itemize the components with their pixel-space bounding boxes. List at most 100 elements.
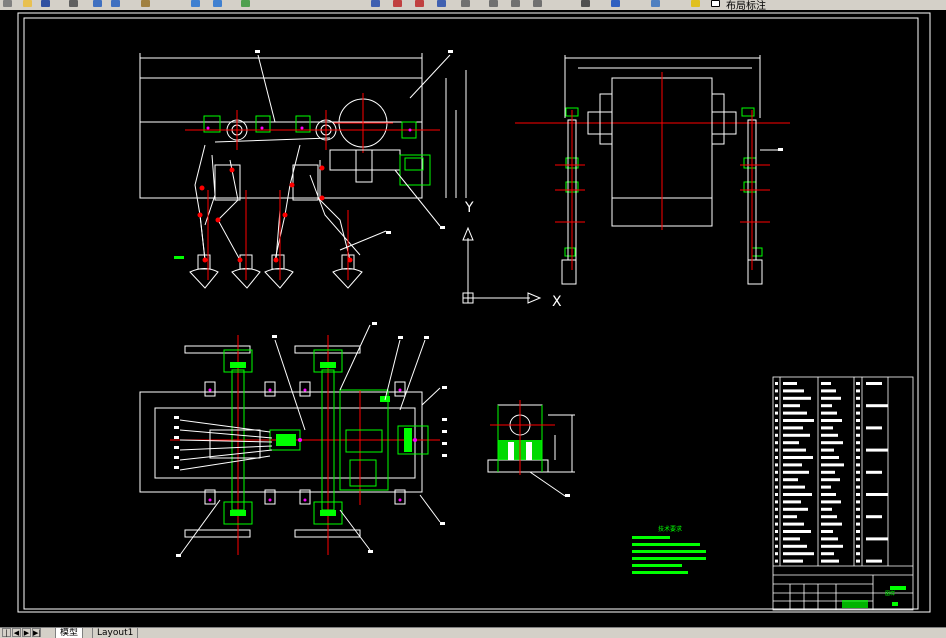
parts-list-row (856, 552, 860, 556)
cad-drawing[interactable]: Y X (0, 10, 946, 627)
last-tab-button[interactable]: ▶| (32, 628, 41, 637)
parts-list-row (856, 470, 860, 474)
parts-list-row (821, 389, 836, 393)
parts-list-row (783, 500, 801, 504)
parts-list-row (856, 530, 860, 533)
parts-list-row (866, 493, 888, 496)
parts-list-row (775, 522, 778, 526)
parts-list-row (821, 470, 835, 474)
tab-model[interactable]: 模型 (55, 628, 84, 638)
undo-icon[interactable] (92, 0, 103, 8)
parts-list-row (821, 552, 834, 556)
prev-tab-button[interactable]: ◀ (12, 628, 21, 637)
layer-name[interactable]: 布局标注 (726, 1, 766, 11)
layer-state-icon[interactable] (488, 0, 499, 8)
ucs-y-label: Y (464, 200, 474, 216)
parts-list-row (775, 456, 778, 459)
parts-list-row (856, 419, 860, 422)
parts-list-row (783, 559, 803, 563)
front-view (139, 50, 467, 289)
layer-icon[interactable] (460, 0, 471, 8)
outer-frame (17, 12, 931, 613)
parts-list-row (783, 456, 813, 459)
parts-list-row (821, 411, 837, 415)
parts-list-row (783, 419, 814, 422)
drawing-canvas[interactable]: Y X (0, 10, 946, 627)
parts-list-row (856, 456, 860, 459)
open-icon[interactable] (22, 0, 33, 8)
parts-list-row (775, 404, 778, 408)
technical-requirements: 技术要求 (632, 525, 706, 574)
parts-list-row (856, 544, 860, 548)
parts-list-row (775, 463, 778, 467)
parts-list-row (866, 537, 888, 541)
parts-list-row (783, 404, 800, 408)
parts-list-row (866, 404, 888, 408)
zoom-realtime-icon[interactable] (190, 0, 201, 8)
parts-list-row (866, 426, 882, 430)
parts-list-row (866, 382, 882, 385)
parts-list-row (856, 389, 860, 393)
redo-icon[interactable] (110, 0, 121, 8)
save-icon[interactable] (40, 0, 51, 8)
parts-list-row (821, 448, 834, 452)
parts-list-row (856, 411, 860, 415)
parts-list-row (775, 389, 778, 393)
parts-list-row (775, 478, 778, 482)
parts-list-rows (775, 382, 888, 563)
parts-list-row (775, 515, 778, 519)
help-icon[interactable] (610, 0, 621, 8)
parts-list-row (783, 426, 803, 430)
layers-icon[interactable] (650, 0, 661, 8)
parts-list-row (821, 478, 840, 482)
parts-list-row (775, 544, 778, 548)
dim-style-icon[interactable] (414, 0, 425, 8)
parts-list-row (775, 411, 778, 415)
parts-list-row (783, 530, 811, 533)
parts-list-row (775, 426, 778, 430)
parts-list-row (821, 507, 832, 511)
parts-list-row (821, 485, 831, 489)
parts-list-row (821, 559, 839, 563)
parts-list-row (783, 544, 807, 548)
parts-list-row (783, 537, 800, 541)
parts-list-row (783, 441, 799, 445)
parts-list-row (856, 463, 860, 467)
grip-icon[interactable] (2, 0, 13, 8)
table-style-icon[interactable] (436, 0, 447, 8)
parts-list-row (775, 396, 778, 400)
parts-list-row (856, 433, 860, 437)
parts-list-row (856, 396, 860, 400)
zoom-window-icon[interactable] (212, 0, 223, 8)
parts-list-row (821, 396, 841, 400)
parts-list-row (856, 485, 860, 489)
parts-list-row (821, 426, 833, 430)
bulb-icon[interactable] (690, 0, 701, 8)
next-tab-button[interactable]: ▶ (22, 628, 31, 637)
pan-icon[interactable] (140, 0, 151, 8)
parts-list-row (856, 426, 860, 430)
parts-list-row (783, 411, 807, 415)
parts-list-row (821, 530, 833, 533)
zoom-previous-icon[interactable] (240, 0, 251, 8)
parts-list-row (821, 419, 842, 422)
match-layer-icon[interactable] (510, 0, 521, 8)
parts-list-row (775, 448, 778, 452)
parts-list-row (856, 559, 860, 563)
first-tab-button[interactable]: |◀ (2, 628, 11, 637)
parts-list-row (866, 559, 882, 563)
layer-previous-icon[interactable] (532, 0, 543, 8)
parts-list-row (783, 507, 808, 511)
tab-layout1[interactable]: Layout1 (92, 628, 139, 638)
parts-list-row (775, 559, 778, 563)
inner-frame (23, 17, 919, 610)
parts-list-row (821, 463, 844, 467)
properties-icon[interactable] (370, 0, 381, 8)
layer-color-icon[interactable] (710, 0, 721, 8)
plot-icon[interactable] (68, 0, 79, 8)
parts-list-row (821, 544, 843, 548)
parts-list-row (775, 530, 778, 533)
parts-list-row (775, 470, 778, 474)
grid-icon[interactable] (580, 0, 591, 8)
text-style-icon[interactable] (392, 0, 403, 8)
